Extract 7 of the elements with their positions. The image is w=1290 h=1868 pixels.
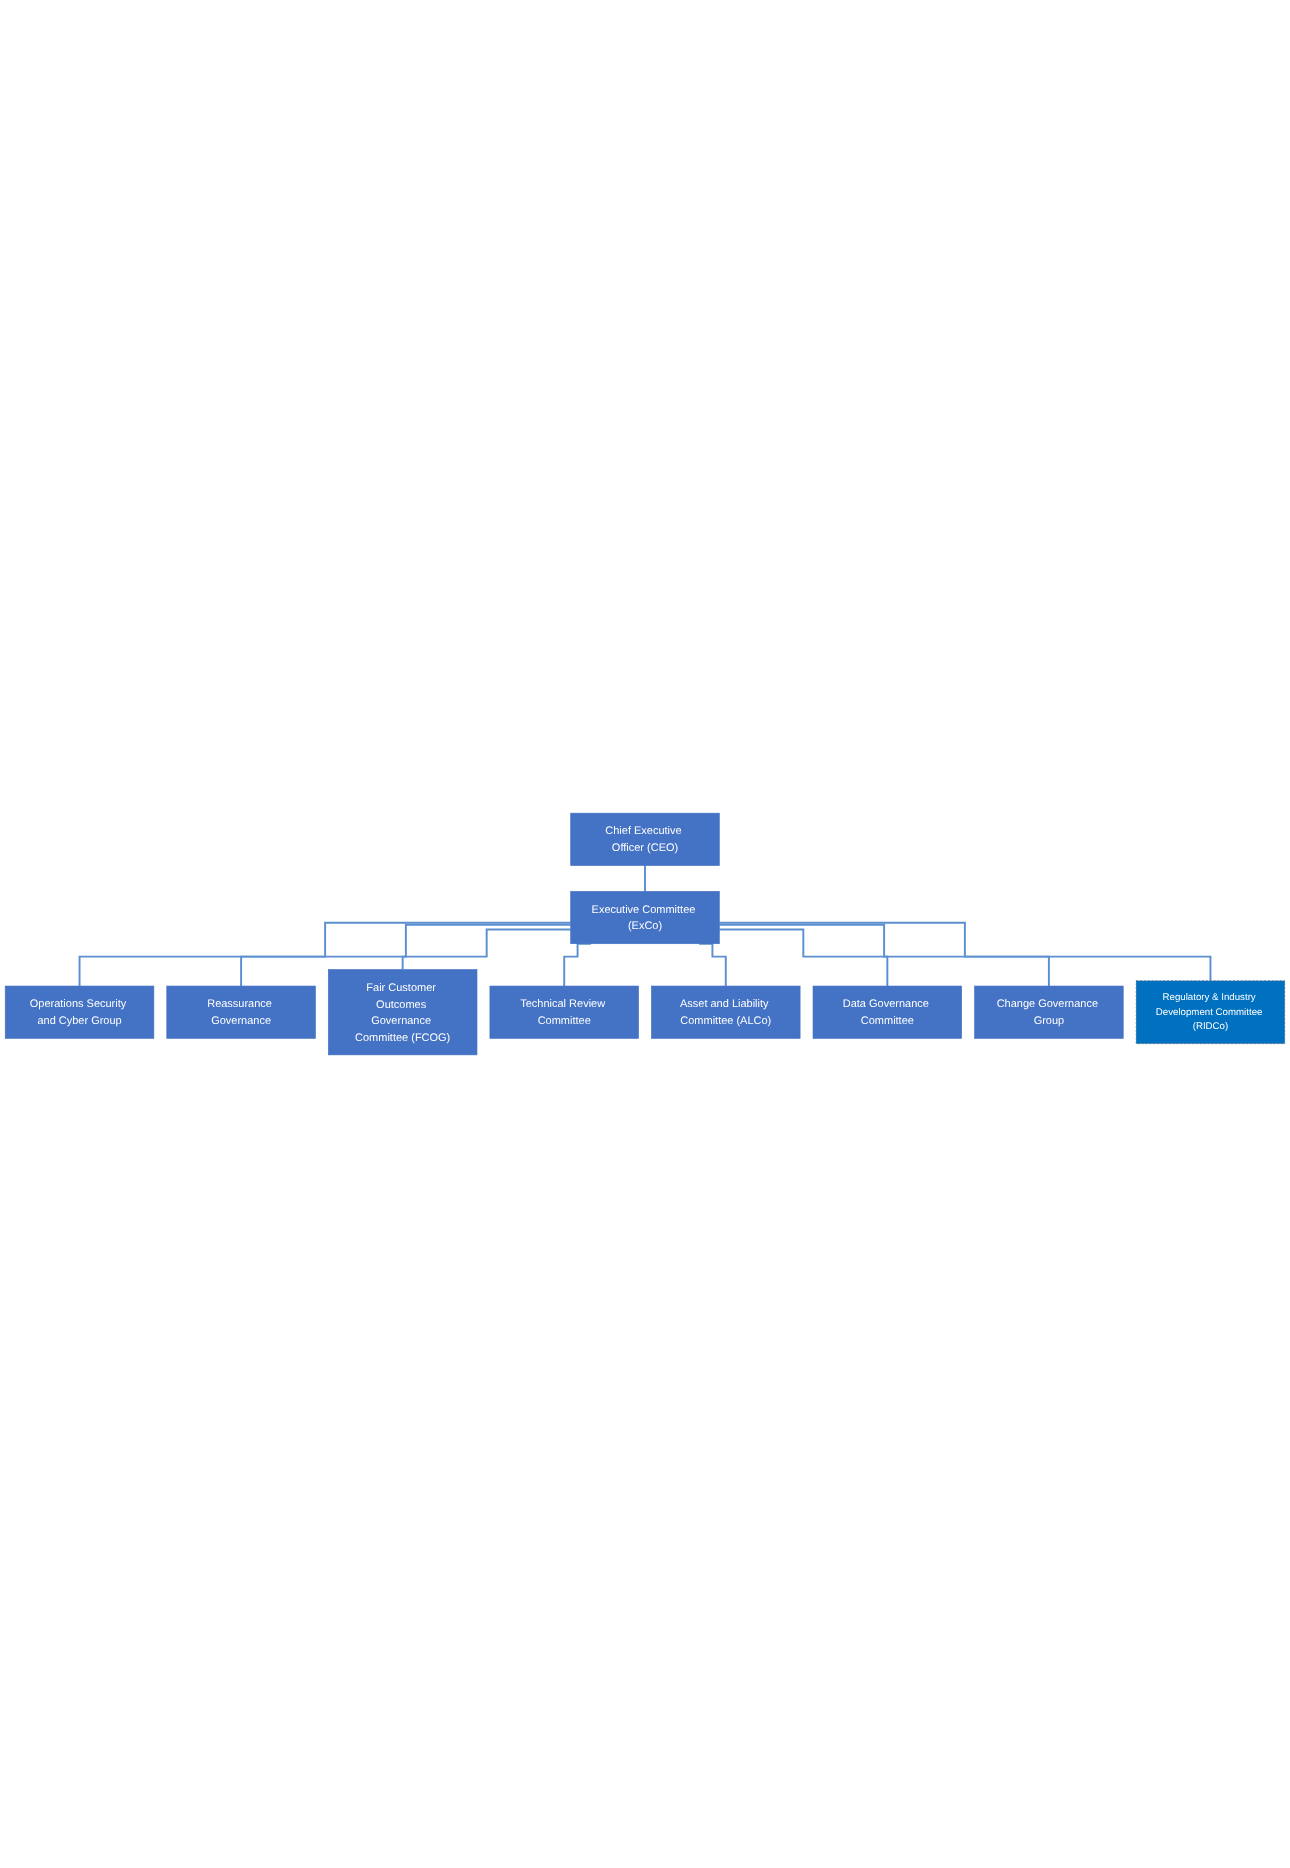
connector [78, 921, 572, 987]
connector [644, 864, 646, 893]
connector [401, 928, 572, 971]
connector [718, 923, 1050, 987]
connector [240, 923, 572, 987]
connector [718, 921, 1212, 982]
connector [718, 928, 889, 987]
